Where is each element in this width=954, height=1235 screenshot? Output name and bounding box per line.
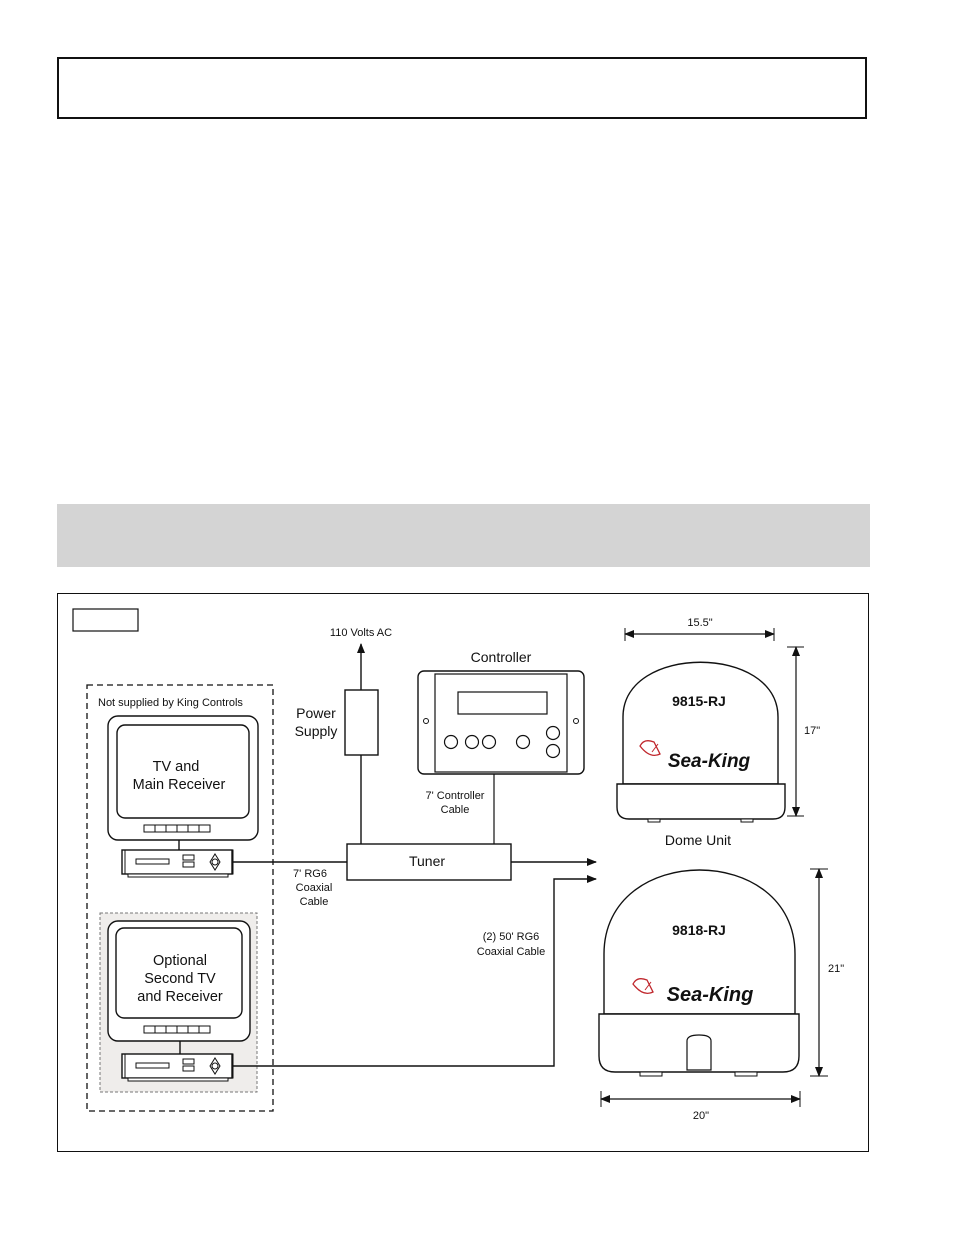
sea-king-logo-large: Sea-King (632, 978, 754, 1006)
tv-optional: Optional Second TV and Receiver (107, 920, 251, 1054)
brand-large-label: Sea-King (667, 984, 754, 1006)
section-header-band (57, 504, 870, 567)
tv-optional-label-1: Optional (153, 953, 207, 969)
power-supply-label-1: Power (296, 705, 336, 721)
not-supplied-boundary (86, 684, 274, 1112)
controller-button (545, 743, 561, 759)
controller-cable-label-2: Cable (441, 804, 470, 816)
dim-height-large: 21" (828, 963, 844, 975)
power-supply-label-2: Supply (295, 723, 338, 739)
coax50-label-1: (2) 50' RG6 (483, 931, 540, 943)
dome-unit-label: Dome Unit (665, 832, 731, 848)
controller-button (545, 725, 561, 741)
tuner-label: Tuner (409, 853, 445, 869)
model-small-label: 9815-RJ (672, 693, 726, 709)
power-supply (344, 689, 379, 756)
sea-king-logo-small: Sea-King (639, 740, 751, 772)
rg6-label-2: Coaxial (296, 882, 333, 894)
not-supplied-label: Not supplied by King Controls (98, 697, 243, 709)
dome-large: 9818-RJ Sea-King (598, 869, 800, 1077)
tv-optional-label-3: and Receiver (137, 989, 223, 1005)
tv-main-label-1: TV and (153, 759, 200, 775)
tv-main-label-2: Main Receiver (133, 777, 226, 793)
brand-small-label: Sea-King (668, 751, 751, 772)
coax50-label-2: Coaxial Cable (477, 946, 545, 958)
receiver-main (121, 849, 234, 878)
figure-label-box (72, 608, 139, 632)
controller-button (443, 734, 459, 750)
title-box (57, 57, 867, 119)
model-large-label: 9818-RJ (672, 922, 726, 938)
second-receiver-cable (233, 875, 597, 1067)
dome-small: 9815-RJ Sea-King (616, 661, 786, 823)
volts-label: 110 Volts AC (330, 627, 392, 639)
receiver-optional (121, 1053, 234, 1082)
controller (417, 670, 585, 775)
rg6-label-3: Cable (300, 896, 329, 908)
rg6-label-1: 7' RG6 (293, 868, 327, 880)
dim-width-large: 20" (693, 1110, 709, 1122)
tuner-box (346, 843, 512, 881)
controller-button (515, 734, 531, 750)
tv-main: TV and Main Receiver (107, 715, 259, 850)
dim-width-small: 15.5" (687, 617, 712, 629)
wiring-diagram: Not supplied by King Controls TV and Mai… (57, 593, 869, 1152)
controller-label: Controller (471, 649, 532, 665)
tv-optional-label-2: Second TV (144, 971, 216, 987)
controller-display (457, 691, 548, 715)
diagram-svg: Not supplied by King Controls TV and Mai… (72, 608, 844, 1122)
controller-cable-label-1: 7' Controller (426, 790, 485, 802)
controller-button (481, 734, 497, 750)
controller-button (464, 734, 480, 750)
dim-height-small: 17" (804, 725, 820, 737)
